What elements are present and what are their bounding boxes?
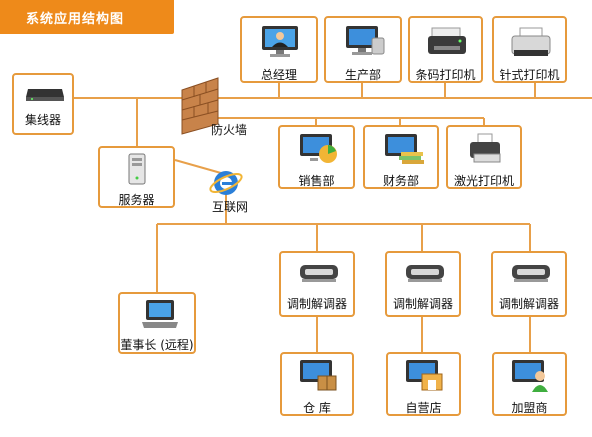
node-production[interactable]: 生产部	[324, 16, 402, 83]
node-label-modem-1: 调制解调器	[286, 297, 347, 311]
node-modem-2[interactable]: 调制解调器	[385, 251, 461, 317]
node-modem-3[interactable]: 调制解调器	[491, 251, 567, 317]
internet-explorer-icon	[209, 171, 243, 195]
sales-computer-icon	[300, 134, 337, 163]
node-server[interactable]: 服务器	[98, 146, 175, 208]
server-tower-icon	[128, 153, 146, 185]
node-label-dot-printer: 针式打印机	[499, 68, 560, 82]
node-dot-printer[interactable]: 针式打印机	[492, 16, 567, 83]
node-franchisee[interactable]: 加盟商	[492, 352, 567, 416]
modem-icon	[512, 265, 550, 282]
laptop-icon	[142, 300, 178, 328]
node-label-sales: 销售部	[298, 174, 335, 188]
franchisee-computer-icon	[512, 360, 548, 392]
node-sales[interactable]: 销售部	[278, 125, 355, 189]
warehouse-computer-icon	[300, 360, 337, 391]
firewall-label: 防火墙	[211, 123, 248, 137]
node-label-chairman: 董事长 (远程)	[120, 338, 194, 352]
production-computer-icon	[346, 26, 385, 55]
node-label-barcode-printer: 条码打印机	[415, 68, 476, 82]
node-modem-1[interactable]: 调制解调器	[279, 251, 355, 317]
title-bar: 系统应用结构图	[0, 0, 174, 34]
internet-label: 互联网	[212, 200, 249, 214]
node-label-server: 服务器	[118, 193, 155, 207]
node-warehouse[interactable]: 仓 库	[280, 352, 354, 416]
node-barcode-printer[interactable]: 条码打印机	[408, 16, 483, 83]
page-title: 系统应用结构图	[26, 12, 125, 27]
node-label-laser-printer: 激光打印机	[453, 174, 514, 188]
node-label-finance: 财务部	[382, 174, 419, 188]
node-manager[interactable]: 总经理	[240, 16, 318, 83]
node-laser-printer[interactable]: 激光打印机	[446, 125, 522, 189]
node-finance[interactable]: 财务部	[363, 125, 439, 189]
node-chairman[interactable]: 董事长 (远程)	[118, 292, 196, 354]
modem-icon	[406, 265, 444, 282]
node-label-production: 生产部	[344, 68, 381, 82]
modem-icon	[300, 265, 338, 282]
node-label-warehouse: 仓 库	[303, 401, 331, 415]
node-label-hub: 集线器	[24, 113, 61, 127]
manager-computer-icon	[262, 26, 298, 57]
node-hub[interactable]: 集线器	[12, 73, 74, 135]
store-computer-icon	[406, 360, 443, 391]
node-label-modem-3: 调制解调器	[498, 297, 559, 311]
hub-icon	[26, 89, 64, 101]
barcode-printer-icon	[428, 27, 466, 54]
node-label-franchisee: 加盟商	[511, 401, 548, 415]
dot-printer-icon	[511, 27, 551, 56]
node-label-own-store: 自营店	[405, 401, 442, 415]
node-label-manager: 总经理	[260, 68, 297, 82]
node-own-store[interactable]: 自营店	[386, 352, 461, 416]
node-label-modem-2: 调制解调器	[392, 297, 453, 311]
laser-printer-icon	[470, 133, 501, 163]
firewall-brick-wall-icon	[181, 77, 219, 135]
finance-computer-icon	[385, 134, 424, 164]
